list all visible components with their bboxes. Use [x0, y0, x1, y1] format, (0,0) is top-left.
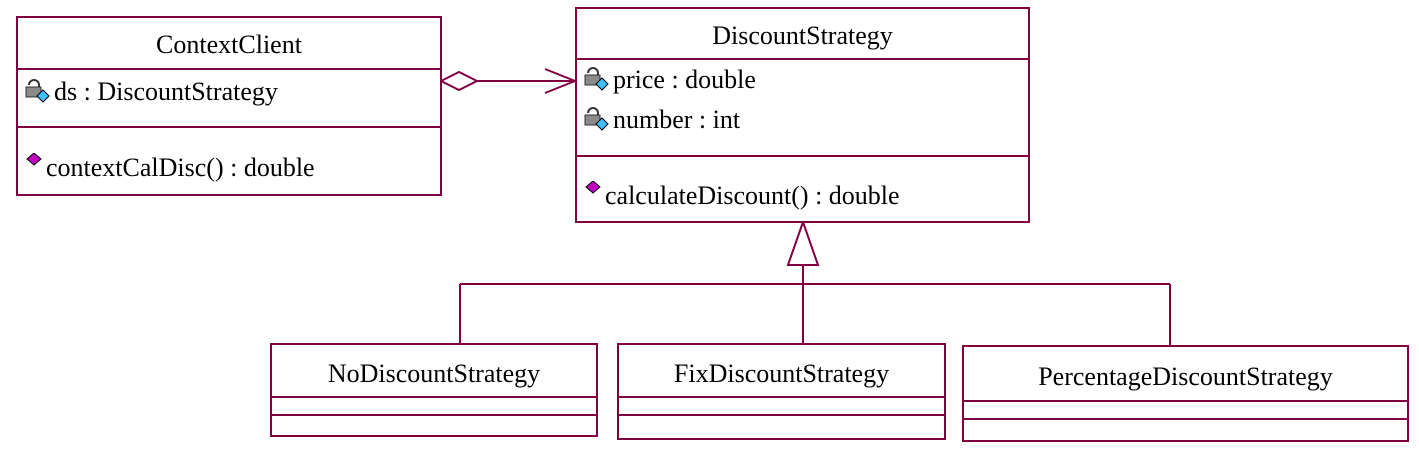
attribute-row: number : int [583, 105, 740, 135]
class-name: DiscountStrategy [712, 21, 893, 50]
operation-text: contextCalDisc() : double [46, 153, 315, 182]
class-divider [18, 126, 440, 128]
attribute-text: number : int [613, 105, 741, 134]
class-name: FixDiscountStrategy [673, 359, 890, 388]
lock-field-icon [24, 77, 54, 107]
class-divider [577, 58, 1028, 60]
operation-row: contextCalDisc() : double [24, 153, 315, 183]
attribute-text: ds : DiscountStrategy [54, 77, 278, 106]
class-name: PercentageDiscountStrategy [1038, 362, 1333, 391]
class-divider [619, 396, 944, 398]
lock-field-icon [583, 65, 613, 95]
generalization-triangle [786, 218, 820, 266]
aggregation-diamond [438, 70, 480, 92]
class-name: NoDiscountStrategy [327, 359, 541, 388]
class-percentage-discount-strategy[interactable]: PercentageDiscountStrategy [962, 345, 1409, 442]
class-name: ContextClient [156, 30, 302, 59]
class-fix-discount-strategy[interactable]: FixDiscountStrategy [617, 343, 946, 440]
aggregation-association [438, 68, 578, 94]
class-divider [272, 396, 596, 398]
operation-diamond-icon [583, 181, 605, 211]
class-divider [577, 155, 1028, 157]
attribute-row: price : double [583, 65, 756, 95]
generalization-tree [459, 218, 1171, 345]
attribute-row: ds : DiscountStrategy [24, 77, 278, 107]
operation-row: calculateDiscount() : double [583, 181, 900, 211]
class-divider [18, 68, 440, 70]
operation-text: calculateDiscount() : double [605, 181, 900, 210]
operation-diamond-icon [24, 153, 46, 183]
attribute-text: price : double [613, 65, 756, 94]
class-no-discount-strategy[interactable]: NoDiscountStrategy [270, 343, 598, 437]
class-divider [619, 414, 944, 416]
class-divider [964, 400, 1407, 402]
class-context-client[interactable]: ContextClient ds : DiscountStrategy cont… [16, 16, 442, 196]
class-divider [964, 418, 1407, 420]
class-discount-strategy[interactable]: DiscountStrategy price : double number :… [575, 7, 1030, 223]
lock-field-icon [583, 105, 613, 135]
class-divider [272, 414, 596, 416]
